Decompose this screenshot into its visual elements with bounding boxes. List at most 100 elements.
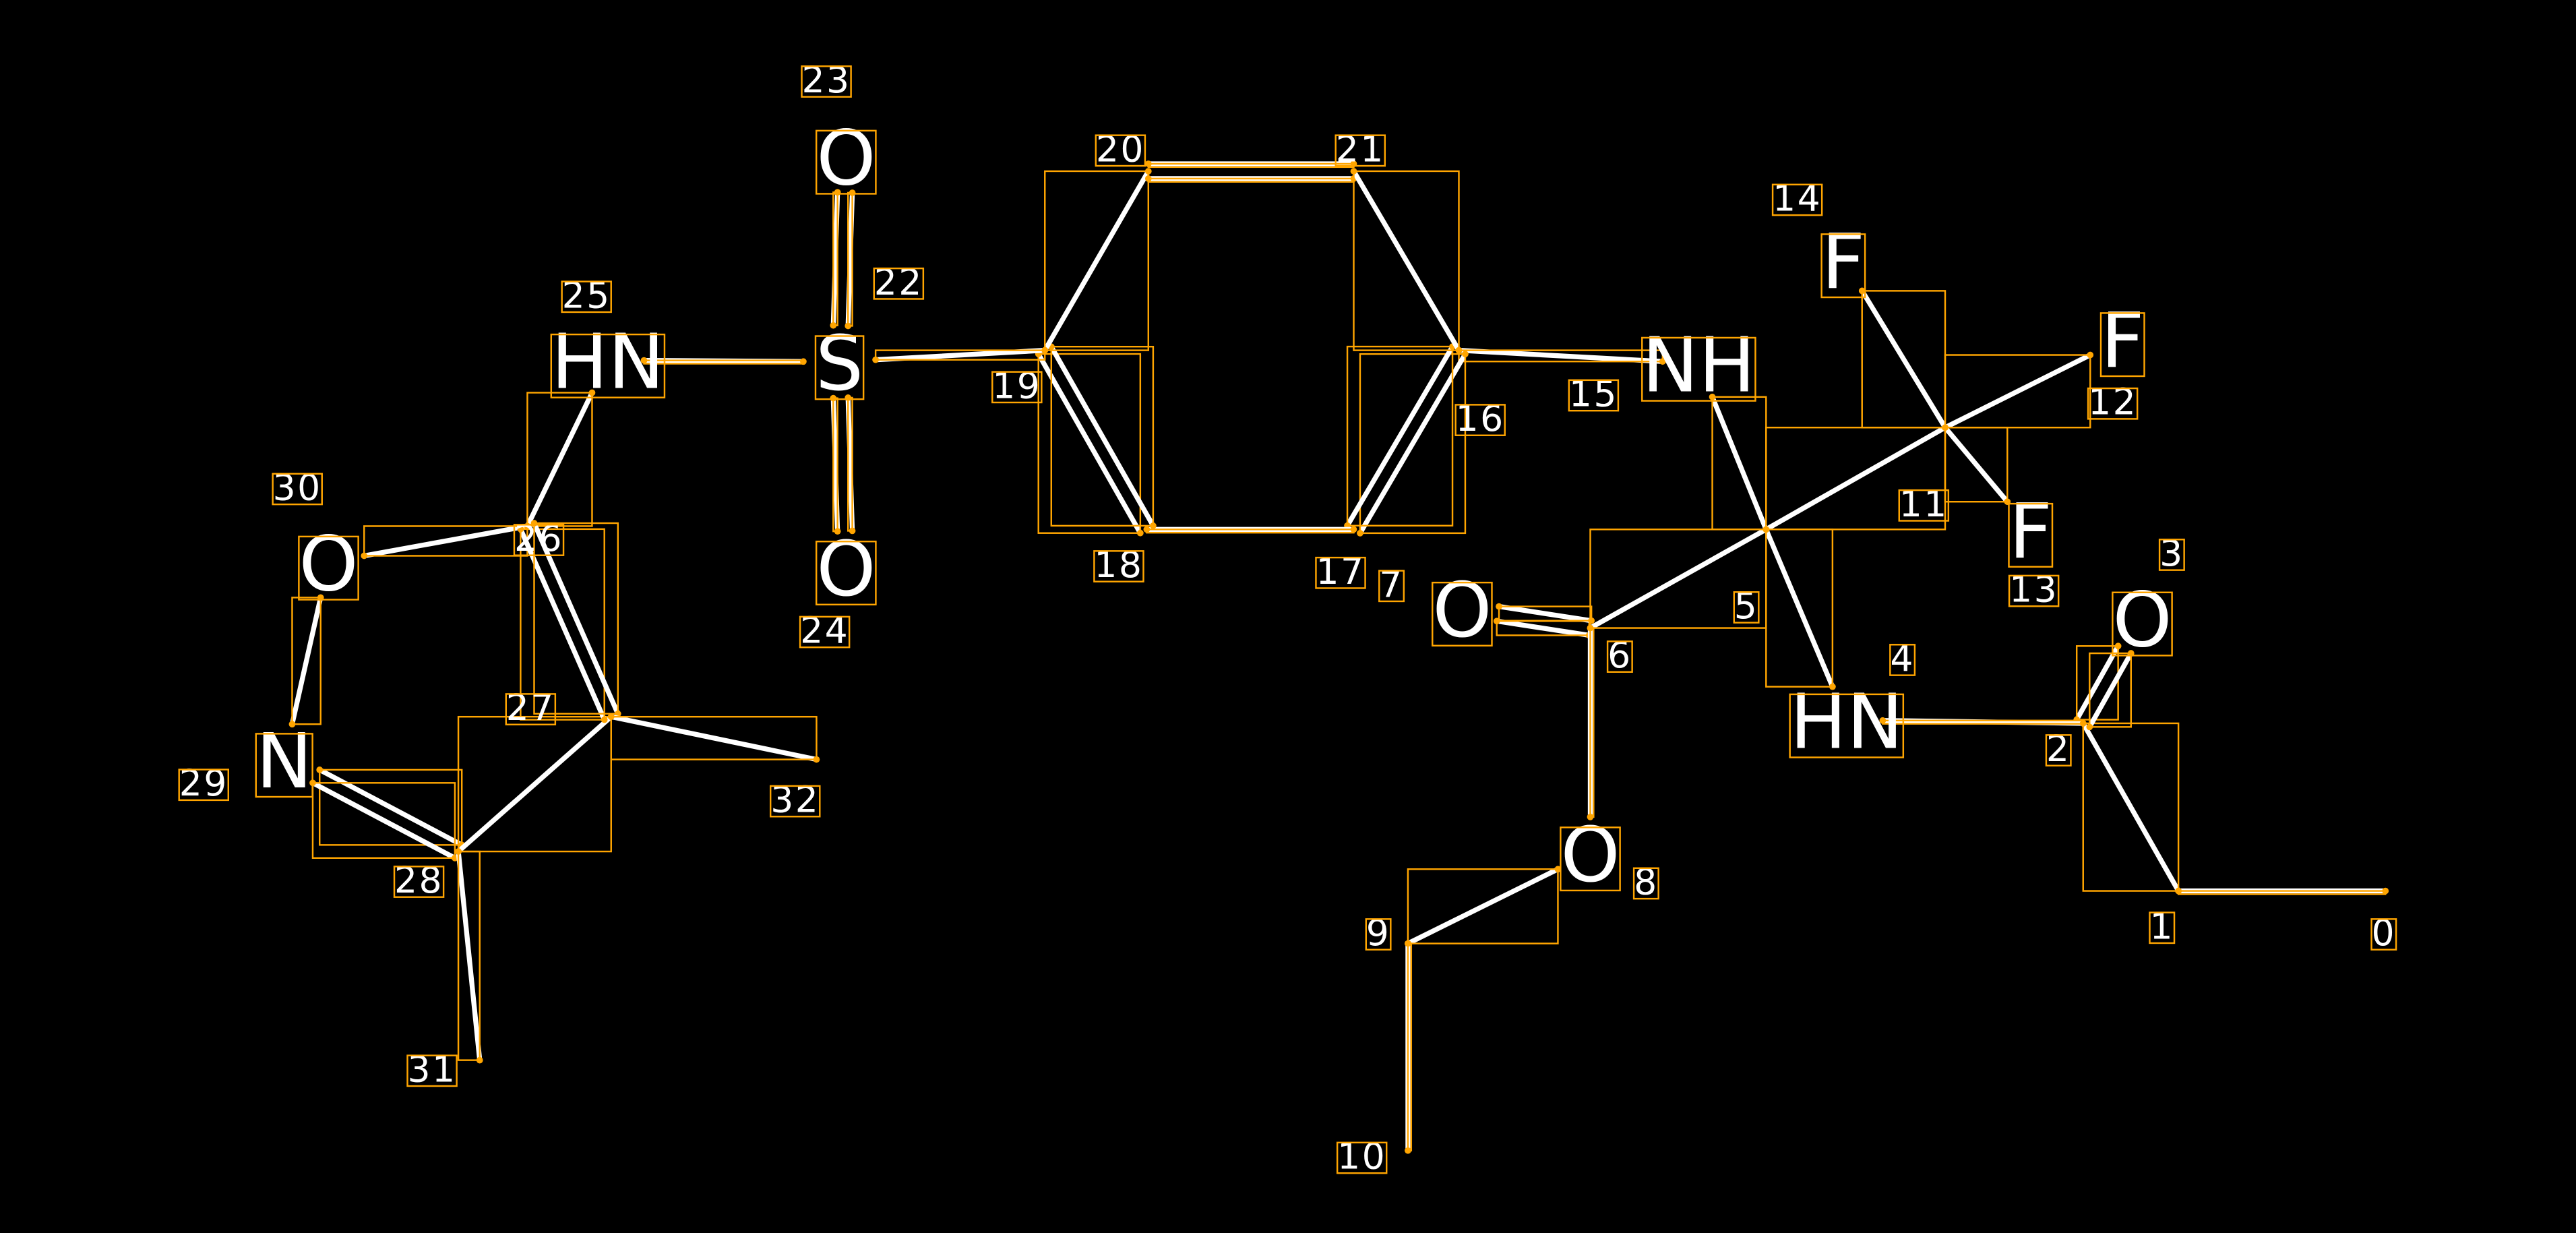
label-bbox xyxy=(2099,312,2145,378)
label-bbox xyxy=(393,866,445,898)
label-bbox xyxy=(815,540,877,606)
atom-index-31: 31 xyxy=(408,1048,457,1090)
atom-label-24: O xyxy=(816,526,876,613)
bond-endpoint xyxy=(361,552,368,560)
label-bbox xyxy=(1560,826,1621,892)
label-bbox xyxy=(1378,570,1405,603)
bond-8-9 xyxy=(1405,866,1561,946)
bond-11-14 xyxy=(1860,288,1948,430)
atom-index-3: 3 xyxy=(2159,532,2184,574)
atom-label-12: F xyxy=(2101,297,2145,385)
bond-4-5 xyxy=(1763,527,1835,690)
bond-5-11 xyxy=(1763,425,1948,532)
atom-index-27: 27 xyxy=(506,686,555,729)
label-bbox xyxy=(2045,734,2072,766)
label-bbox xyxy=(1632,867,1659,900)
atom-index-8: 8 xyxy=(1634,860,1659,903)
atom-index-2: 2 xyxy=(2046,727,2071,770)
bond-endpoint xyxy=(1136,529,1144,537)
atom-index-12: 12 xyxy=(2088,381,2137,423)
atom-index-24: 24 xyxy=(800,609,849,652)
atom-label-4: HN xyxy=(1790,679,1903,766)
bond-bbox xyxy=(533,522,619,715)
bond-endpoint xyxy=(1709,393,1716,400)
atom-label-23: O xyxy=(816,115,876,202)
bond-25-26 xyxy=(524,390,595,529)
atom-label-13: F xyxy=(2009,488,2053,576)
label-bbox xyxy=(769,785,821,818)
bond-18-19 xyxy=(1049,344,1156,529)
bond-endpoint xyxy=(1588,617,1595,624)
atom-index-19: 19 xyxy=(992,364,1041,407)
bond-5-15 xyxy=(1709,394,1769,532)
bond-endpoint xyxy=(601,716,608,723)
atom-index-21: 21 xyxy=(1336,127,1385,170)
bond-endpoint xyxy=(849,527,856,535)
atom-index-13: 13 xyxy=(2009,568,2058,611)
label-bbox xyxy=(2008,502,2054,568)
atom-label-8: O xyxy=(1560,812,1620,899)
bond-15-16 xyxy=(1456,347,1665,364)
bond-endpoint xyxy=(1150,522,1157,529)
bond-bbox xyxy=(1037,353,1142,534)
bond-endpoint xyxy=(1144,160,1152,167)
bonds-layer xyxy=(288,160,2389,1154)
atom-label-25: HN xyxy=(551,319,665,407)
bond-endpoint xyxy=(588,389,596,396)
atom-index-16: 16 xyxy=(1456,397,1505,440)
atom-index-7: 7 xyxy=(1379,563,1404,605)
atom-index-20: 20 xyxy=(1096,127,1145,170)
bond-bbox xyxy=(457,715,612,853)
label-bbox xyxy=(1315,556,1366,589)
bond-endpoint xyxy=(455,848,462,855)
atom-index-30: 30 xyxy=(273,466,322,508)
label-bbox xyxy=(1335,134,1386,167)
bond-29-28 xyxy=(317,767,464,848)
bond-endpoint xyxy=(316,766,324,773)
bond-endpoint xyxy=(607,713,615,721)
bond-endpoint xyxy=(2114,642,2122,650)
bond-2-3 xyxy=(2087,651,2134,729)
label-bbox xyxy=(873,267,925,300)
atom-index-26: 26 xyxy=(514,517,563,560)
bond-endpoint xyxy=(1455,347,1463,354)
label-bbox xyxy=(505,693,557,725)
atom-index-11: 11 xyxy=(1899,483,1949,525)
atom-label-30: O xyxy=(299,521,358,609)
label-bbox xyxy=(991,371,1043,404)
bond-16-17 xyxy=(1345,344,1455,529)
bond-bbox xyxy=(520,528,605,721)
bond-bbox xyxy=(1861,290,1946,429)
bond-5-6 xyxy=(1587,527,1769,631)
atom-index-22: 22 xyxy=(874,261,923,303)
bond-29-28 xyxy=(310,780,458,861)
label-bbox xyxy=(2158,539,2185,571)
bond-bbox xyxy=(319,769,463,846)
label-bbox xyxy=(1771,183,1823,216)
label-bbox xyxy=(1454,404,1506,436)
label-bbox xyxy=(801,65,852,98)
bond-endpoint xyxy=(872,356,879,363)
label-bbox xyxy=(2112,591,2173,657)
label-bbox xyxy=(550,333,666,398)
label-bbox xyxy=(1336,1141,1388,1174)
label-bbox xyxy=(298,535,359,601)
bond-endpoint xyxy=(2079,720,2087,727)
bond-endpoint xyxy=(1587,624,1594,632)
bond-11-12 xyxy=(1942,352,2093,430)
bond-2-3 xyxy=(2074,643,2121,723)
bond-endpoint xyxy=(1554,866,1562,873)
bond-27-32 xyxy=(609,714,820,762)
atom-index-10: 10 xyxy=(1337,1135,1386,1178)
bond-endpoint xyxy=(830,322,837,329)
bond-endpoint xyxy=(1350,168,1357,175)
label-bbox xyxy=(272,473,323,506)
label-bbox xyxy=(1365,918,1392,951)
atom-index-28: 28 xyxy=(394,859,443,901)
atom-index-29: 29 xyxy=(179,762,228,804)
bond-11-13 xyxy=(1942,425,2010,504)
bond-21-16 xyxy=(1351,169,1462,353)
bond-endpoint xyxy=(476,1056,483,1064)
bond-endpoint xyxy=(288,721,296,728)
bond-6-7 xyxy=(1494,618,1592,638)
